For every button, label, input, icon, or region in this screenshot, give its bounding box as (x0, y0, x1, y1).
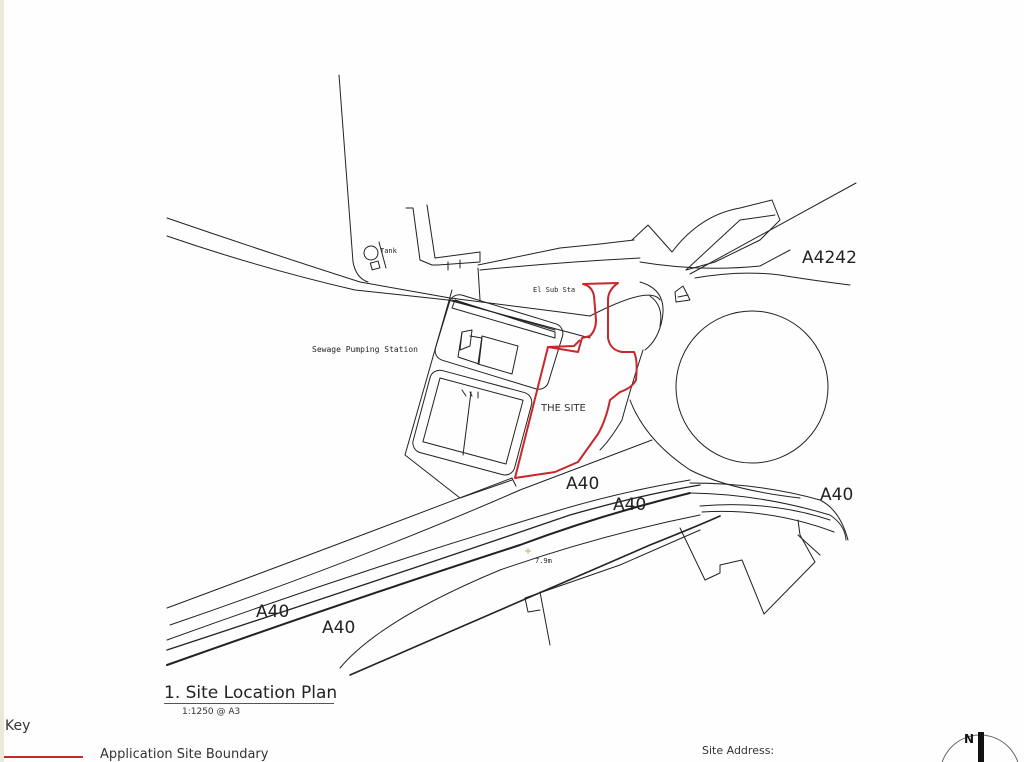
field-boundary-line (338, 74, 369, 283)
spot-height-label: 7.9m (535, 557, 552, 565)
tank-label: Tank (380, 247, 397, 255)
site-address-label: Site Address: (702, 744, 775, 757)
road-label-a40-east: A40 (820, 485, 854, 505)
spot-height-marker (525, 548, 531, 554)
sewage-pumping-station-label: Sewage Pumping Station (312, 345, 418, 354)
drawing-sheet (4, 0, 1024, 762)
road-label-a40-lower-left: A40 (256, 602, 290, 622)
road-label-a40-lower-mid: A40 (322, 618, 356, 638)
key-heading: Key (5, 718, 31, 734)
north-letter: N (964, 732, 975, 746)
key-item-application-site-boundary: Application Site Boundary (100, 747, 269, 762)
road-label-a40-upper: A40 (566, 474, 600, 494)
page-edge (0, 0, 4, 762)
road-label-a40-middle: A40 (613, 495, 647, 515)
drawing-title: 1. Site Location Plan (164, 683, 338, 704)
the-site-label: THE SITE (541, 403, 586, 414)
application-site-boundary (514, 282, 638, 479)
road-label-a4242: A4242 (802, 248, 857, 268)
north-arrow-icon (941, 732, 1019, 762)
el-sub-sta-label: El Sub Sta (533, 286, 576, 294)
drawing-scale: 1:1250 @ A3 (182, 707, 241, 717)
